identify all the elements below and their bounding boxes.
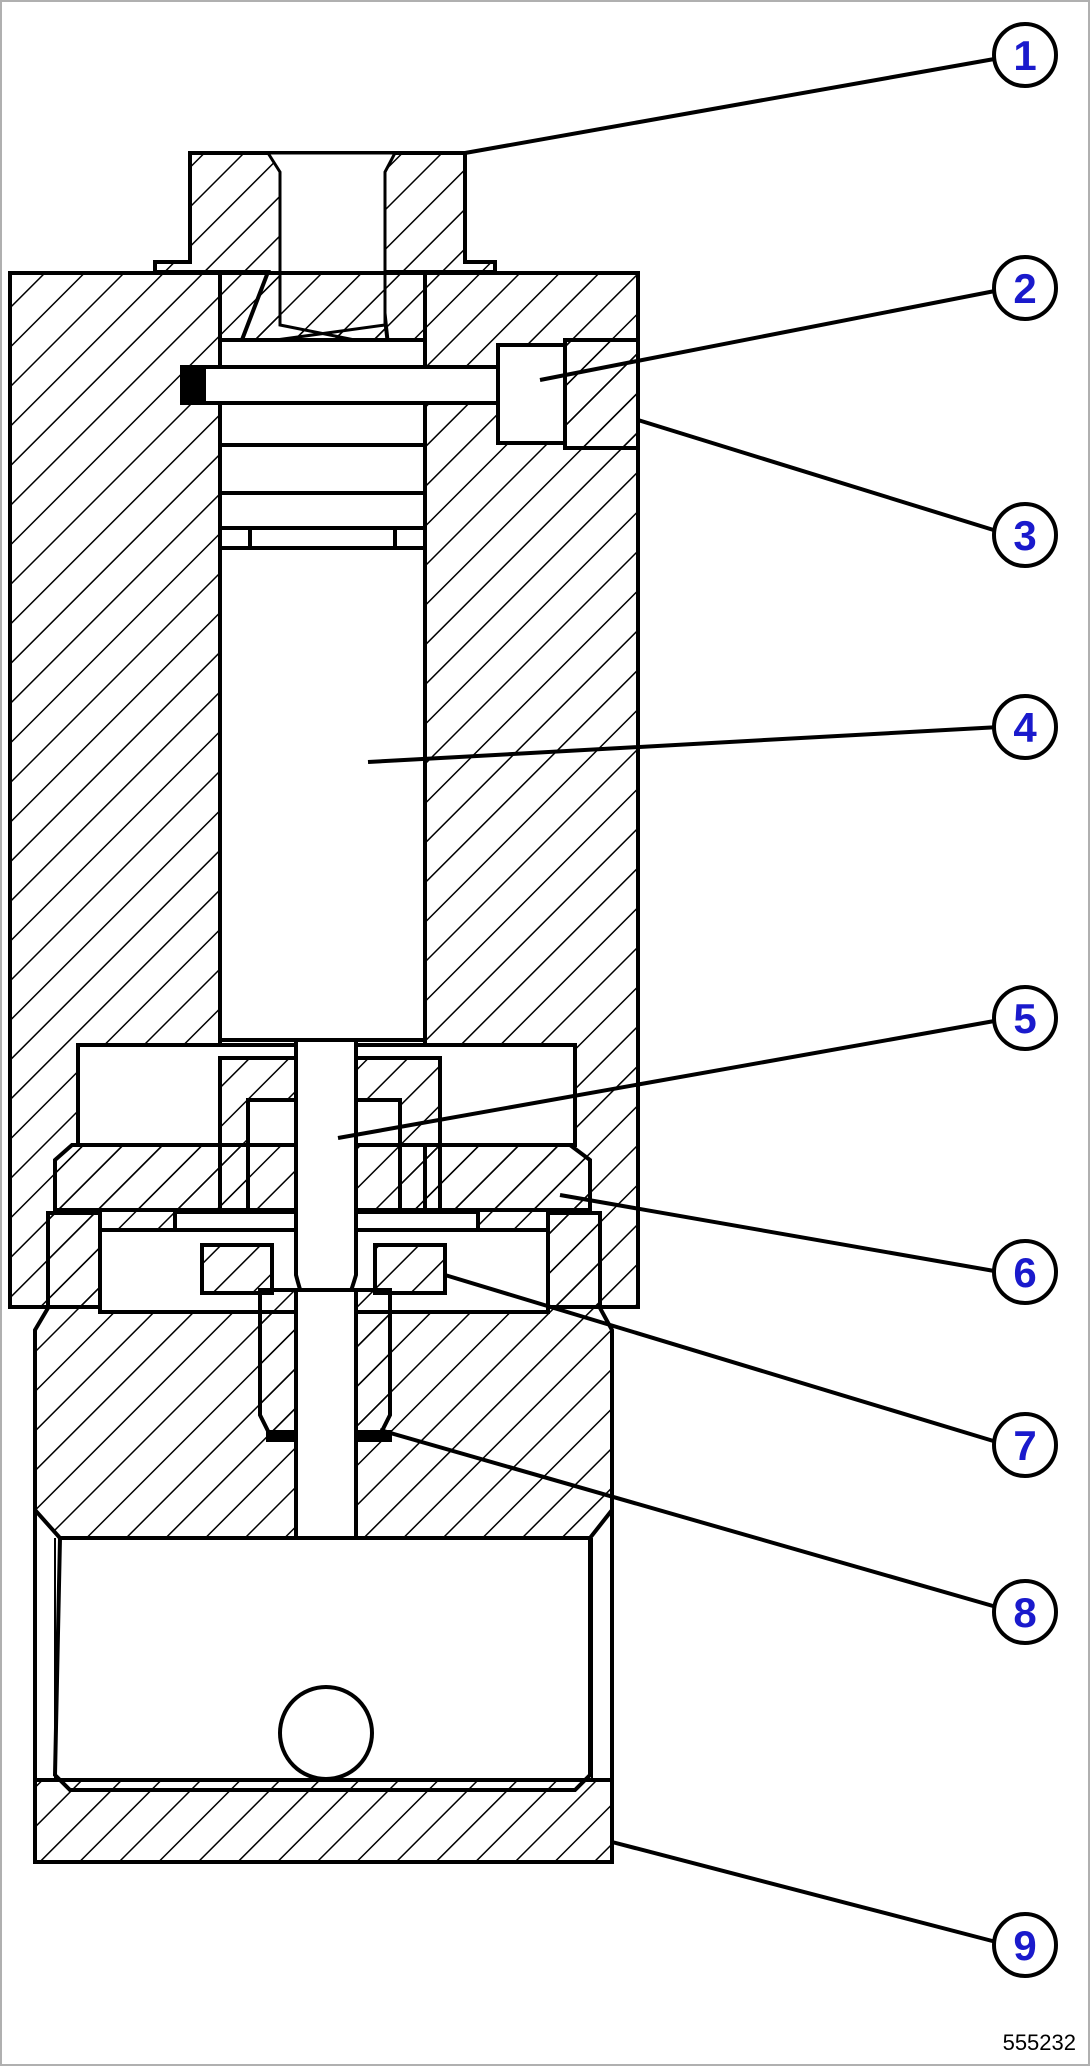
callout-8: 8 bbox=[992, 1579, 1058, 1645]
leader-line-3 bbox=[637, 418, 1001, 534]
leader-line-7 bbox=[444, 1273, 1001, 1445]
callout-5-label: 5 bbox=[1013, 995, 1036, 1042]
leader-line-2 bbox=[539, 288, 1001, 382]
seat-ring-end bbox=[180, 365, 206, 405]
valve-body bbox=[8, 151, 640, 1864]
callout-9: 9 bbox=[992, 1912, 1058, 1978]
leader-line-1 bbox=[464, 56, 1001, 155]
leader-line-9 bbox=[611, 1840, 1001, 1945]
callout-6-label: 6 bbox=[1013, 1249, 1036, 1296]
callout-7: 7 bbox=[992, 1412, 1058, 1478]
leader-line-5 bbox=[337, 1018, 1001, 1140]
callout-3: 3 bbox=[992, 502, 1058, 568]
leader-line-4 bbox=[367, 725, 1001, 764]
leader-line-6 bbox=[559, 1193, 1001, 1274]
callout-9-label: 9 bbox=[1013, 1922, 1036, 1969]
bottom-plate bbox=[33, 1778, 614, 1864]
spool-land-2 bbox=[218, 443, 427, 495]
callout-2: 2 bbox=[992, 255, 1058, 321]
callout-8-label: 8 bbox=[1013, 1589, 1036, 1636]
port-plug-inner bbox=[496, 343, 567, 445]
housing-top bbox=[218, 271, 427, 345]
leader-lines bbox=[337, 56, 1001, 1945]
needle-pin bbox=[294, 1038, 358, 1325]
callout-7-label: 7 bbox=[1013, 1422, 1036, 1469]
callouts: 1 2 3 4 5 6 7 8 bbox=[992, 22, 1058, 1978]
leader-line-8 bbox=[379, 1428, 1001, 1610]
port-plug-outer bbox=[563, 338, 640, 450]
callout-4: 4 bbox=[992, 694, 1058, 760]
retainer-left bbox=[200, 1243, 274, 1295]
port-hole bbox=[278, 1685, 374, 1781]
figure-reference-code: 555232 bbox=[1002, 2030, 1076, 2055]
callout-5: 5 bbox=[992, 985, 1058, 1051]
callout-1: 1 bbox=[992, 22, 1058, 88]
retainer-right bbox=[373, 1243, 447, 1295]
spool-body bbox=[218, 546, 427, 1042]
pin-stem bbox=[294, 1288, 358, 1540]
callout-1-label: 1 bbox=[1013, 32, 1036, 79]
seat-ring bbox=[180, 365, 542, 405]
callout-2-label: 2 bbox=[1013, 265, 1036, 312]
spool-land-1 bbox=[218, 401, 427, 447]
spool-land-4 bbox=[248, 526, 397, 550]
callout-3-label: 3 bbox=[1013, 512, 1036, 559]
spool-land-3 bbox=[218, 491, 427, 530]
callout-4-label: 4 bbox=[1013, 704, 1037, 751]
callout-6: 6 bbox=[992, 1239, 1058, 1305]
